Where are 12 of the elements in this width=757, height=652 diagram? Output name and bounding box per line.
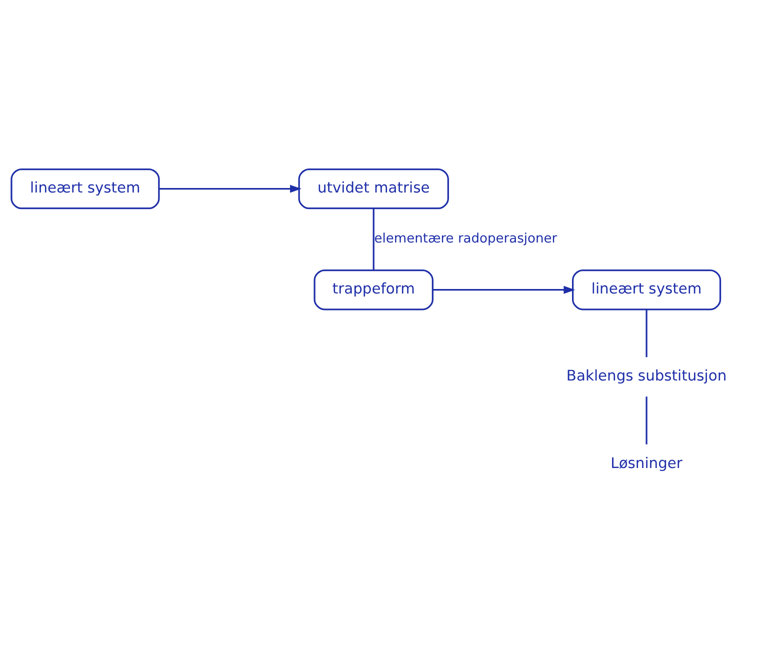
arrow: [159, 184, 302, 192]
node-box: lineært system: [572, 268, 722, 310]
connector: [646, 396, 648, 444]
node-box: trappeform: [314, 268, 434, 310]
node-box: lineært system: [10, 168, 160, 209]
node-text: Baklengs substitusjon: [566, 367, 727, 384]
connector: [646, 308, 648, 357]
node-box: utvidet matrise: [298, 168, 449, 209]
edge-label: elementære radoperasjoner: [374, 230, 558, 246]
node-text: Løsninger: [610, 454, 682, 472]
arrow: [432, 285, 576, 294]
connector: [372, 208, 374, 270]
